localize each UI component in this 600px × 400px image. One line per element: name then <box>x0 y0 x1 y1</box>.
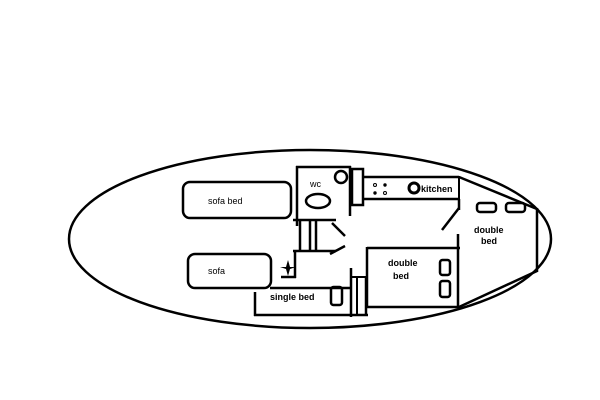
pillow-icon <box>329 285 344 307</box>
pillow-icon <box>475 201 498 214</box>
wc-door <box>331 222 346 237</box>
forward-cabin: double bed <box>458 175 539 309</box>
pillow-icon <box>438 258 452 277</box>
sofa-bed: sofa bed <box>181 180 293 220</box>
forward-double-bed-label-2: bed <box>481 236 497 246</box>
aft-cabin: single bed <box>253 268 368 317</box>
mid-double-bed-label-2: bed <box>393 271 409 281</box>
forward-double-bed-label-1: double <box>474 225 504 235</box>
stove-icon <box>373 183 387 195</box>
companionway-stairs <box>293 218 336 253</box>
galley: kitchen <box>363 175 460 201</box>
single-bed-label: single bed <box>270 292 315 302</box>
toilet-icon <box>304 192 332 210</box>
sofa-bed-label: sofa bed <box>208 196 243 206</box>
wc-room: wc <box>295 165 352 226</box>
kitchen-label: kitchen <box>421 184 453 194</box>
wc-label: wc <box>309 179 321 189</box>
galley-sink-icon <box>407 181 421 195</box>
pillow-icon <box>438 279 452 299</box>
galley-door <box>441 207 460 231</box>
mid-double-bed-label-1: double <box>388 258 418 268</box>
sink-icon <box>333 169 349 185</box>
sofa: sofa <box>186 252 273 290</box>
aft-door <box>329 244 346 256</box>
mid-cabin: double bed <box>365 234 460 309</box>
compass-marker-icon <box>280 260 296 276</box>
pillow-icon <box>504 201 527 214</box>
hull-outline <box>67 148 553 330</box>
cabinet <box>350 167 365 207</box>
sofa-label: sofa <box>208 266 225 276</box>
